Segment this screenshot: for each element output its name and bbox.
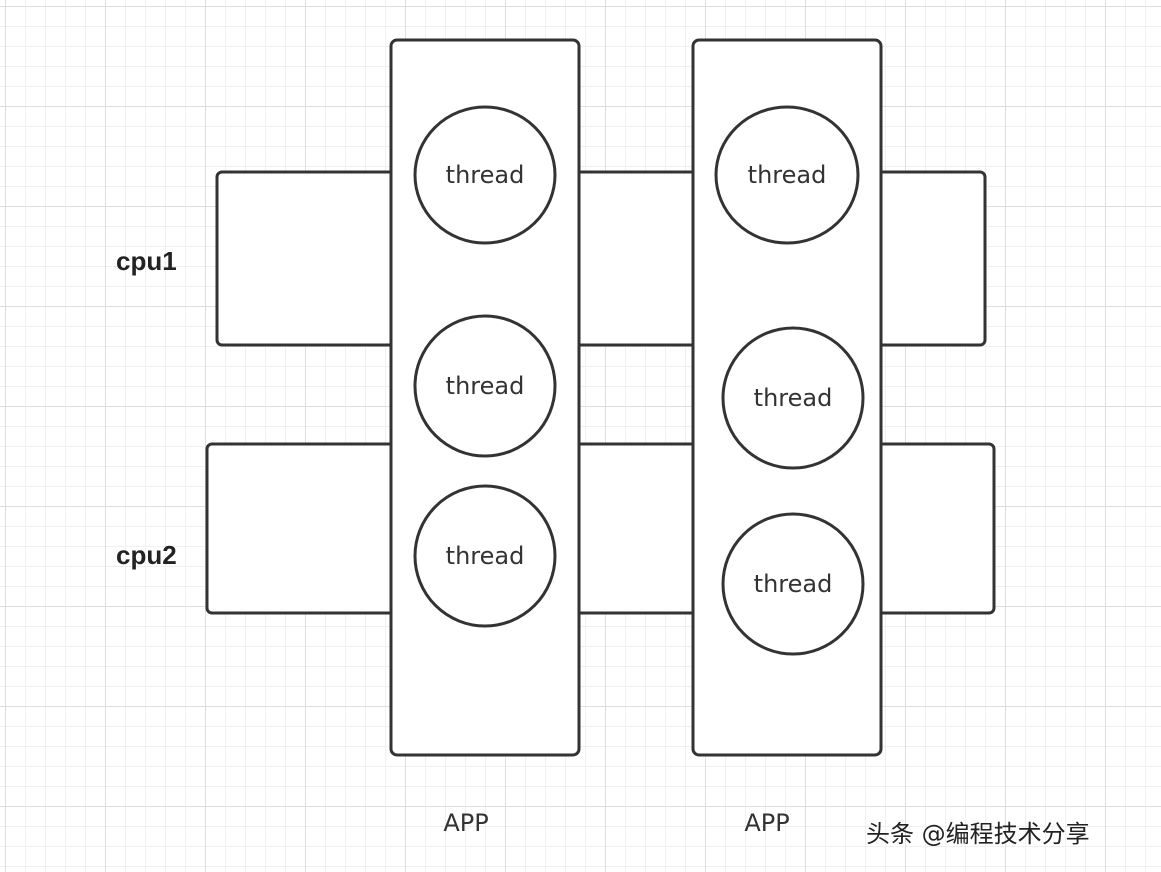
app1-thread-2-label: thread	[446, 372, 525, 400]
cpu1-label: cpu1	[116, 246, 177, 276]
app1-thread-3-circle	[413, 484, 557, 628]
app2-thread-1-circle	[714, 105, 860, 245]
app2-thread-2-circle	[721, 326, 865, 470]
app2-thread-3-circle	[721, 512, 865, 656]
app1-thread-1-label: thread	[446, 161, 525, 189]
app1-thread-3-label: thread	[446, 542, 525, 570]
app2-thread-2-label: thread	[754, 384, 833, 412]
cpu2-label: cpu2	[116, 540, 177, 570]
watermark-text: 头条 @编程技术分享	[866, 820, 1090, 848]
app1-thread-2-circle	[413, 314, 557, 458]
app1-thread-1-circle	[413, 105, 557, 245]
app2-thread-3-label: thread	[754, 570, 833, 598]
app1-label: APP	[443, 809, 488, 837]
app2-thread-1-label: thread	[748, 161, 827, 189]
app2-label: APP	[744, 809, 789, 837]
